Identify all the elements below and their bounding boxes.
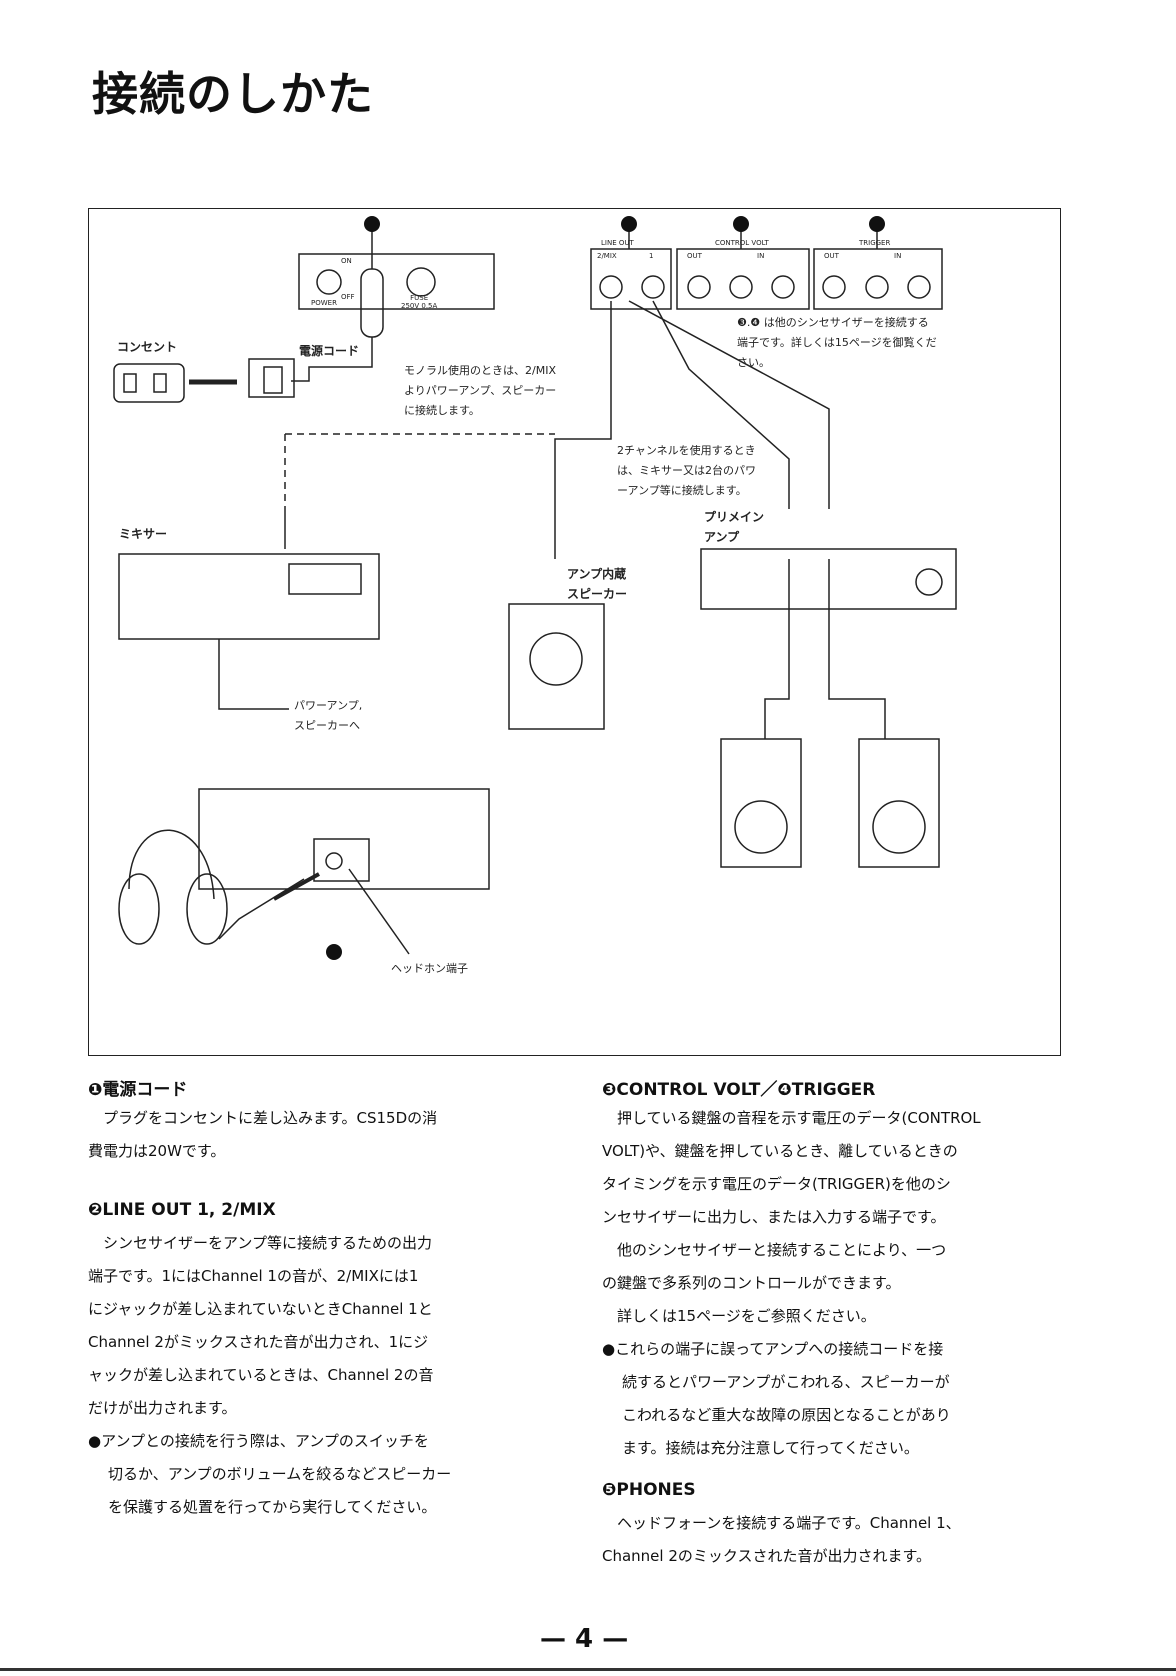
powered-speaker bbox=[508, 603, 605, 730]
marker-2: ❷ bbox=[608, 216, 618, 229]
outlet-label: コンセント bbox=[117, 340, 178, 354]
to-power-amp-label: パワーアンプ, スピーカーへ bbox=[294, 699, 363, 732]
section-line-out-body: シンセサイザーをアンプ等に接続するための出力 端子です。1にはChannel 1… bbox=[88, 1234, 434, 1417]
page-number: — 4 — bbox=[540, 1624, 629, 1654]
line-out-panel bbox=[590, 248, 672, 310]
diagram-drawing bbox=[113, 216, 957, 960]
marker-5: ❺ bbox=[313, 944, 323, 957]
fuse-label: FUSE 250V 0.5A bbox=[401, 294, 438, 310]
section-cv-trigger-bullet: ●これらの端子に誤ってアンプへの接続コードを接 続するとパワーアンプがこわれる、… bbox=[602, 1340, 951, 1457]
cv-in-label: IN bbox=[757, 252, 765, 260]
trigger-header: TRIGGER bbox=[859, 239, 891, 247]
ch1-label: 1 bbox=[649, 252, 654, 260]
trig-out-label: OUT bbox=[824, 252, 839, 260]
power-switch bbox=[316, 269, 342, 295]
power-cord-label: 電源コード bbox=[299, 344, 360, 358]
section-power-cord-title: ❶電源コード bbox=[88, 1080, 188, 1100]
preamp bbox=[700, 548, 957, 610]
section-line-out-title: ❷LINE OUT 1, 2/MIX bbox=[88, 1200, 276, 1220]
speaker-right bbox=[858, 738, 940, 868]
two-channel-note: 2チャンネルを使用するとき は、ミキサー又は2台のパワ ーアンプ等に接続します。 bbox=[617, 444, 756, 497]
power-label: POWER bbox=[311, 299, 337, 307]
power-on-label: ON bbox=[341, 257, 352, 265]
section-phones-body: ヘッドフォーンを接続する端子です。Channel 1、 Channel 2のミッ… bbox=[602, 1514, 961, 1565]
section-cv-trigger-title: ❸CONTROL VOLT／❹TRIGGER bbox=[602, 1080, 876, 1100]
section-line-out-bullet: ●アンプとの接続を行う際は、アンプのスイッチを 切るか、アンプのボリュームを絞る… bbox=[88, 1432, 452, 1516]
power-panel bbox=[298, 253, 495, 310]
headphone-jack-label: ヘッドホン端子 bbox=[391, 962, 468, 975]
fuse-holder bbox=[406, 267, 436, 297]
power-off-label: OFF bbox=[341, 293, 355, 301]
connection-diagram: ❶ ❷ ❸ ❹ ❺ ON OFF POWER FUSE 250V 0.5A LI… bbox=[88, 208, 1061, 1056]
mono-note: モノラル使用のときは、2/MIX よりパワーアンプ、スピーカー に接続します。 bbox=[404, 364, 557, 417]
mixer-label: ミキサー bbox=[119, 527, 168, 541]
marker-3: ❸ bbox=[720, 216, 730, 229]
preamp-label: プリメイン アンプ bbox=[704, 510, 765, 544]
speaker-label: アンプ内蔵 スピーカー bbox=[567, 567, 628, 601]
control-volt-header: CONTROL VOLT bbox=[715, 239, 769, 247]
outlet bbox=[113, 363, 185, 403]
mixer bbox=[118, 553, 380, 640]
mix-label: 2/MIX bbox=[597, 252, 617, 260]
section-cv-trigger-body: 押している鍵盤の音程を示す電圧のデータ(CONTROL VOLT)や、鍵盤を押し… bbox=[602, 1109, 981, 1325]
page-title: 接続のしかた bbox=[92, 67, 374, 121]
section-power-cord-body: プラグをコンセントに差し込みます。CS15Dの消 費電力は20Wです。 bbox=[88, 1109, 438, 1160]
cv-out-label: OUT bbox=[687, 252, 702, 260]
control-volt-panel bbox=[676, 248, 810, 310]
speaker-left bbox=[720, 738, 802, 868]
section-phones-title: ❺PHONES bbox=[602, 1480, 696, 1500]
trigger-panel bbox=[813, 248, 943, 310]
marker-4: ❹ bbox=[856, 216, 866, 229]
trig-in-label: IN bbox=[894, 252, 902, 260]
synth-body bbox=[198, 788, 490, 890]
bottom-rule bbox=[0, 1668, 1176, 1671]
line-out-header: LINE OUT bbox=[601, 239, 634, 247]
marker-1: ❶ bbox=[351, 216, 361, 229]
headphone-jack bbox=[325, 852, 343, 870]
cv-trigger-note: ❸.❹ は他のシンセサイザーを接続する 端子です。詳しくは15ページを御覧くだ … bbox=[737, 316, 937, 369]
